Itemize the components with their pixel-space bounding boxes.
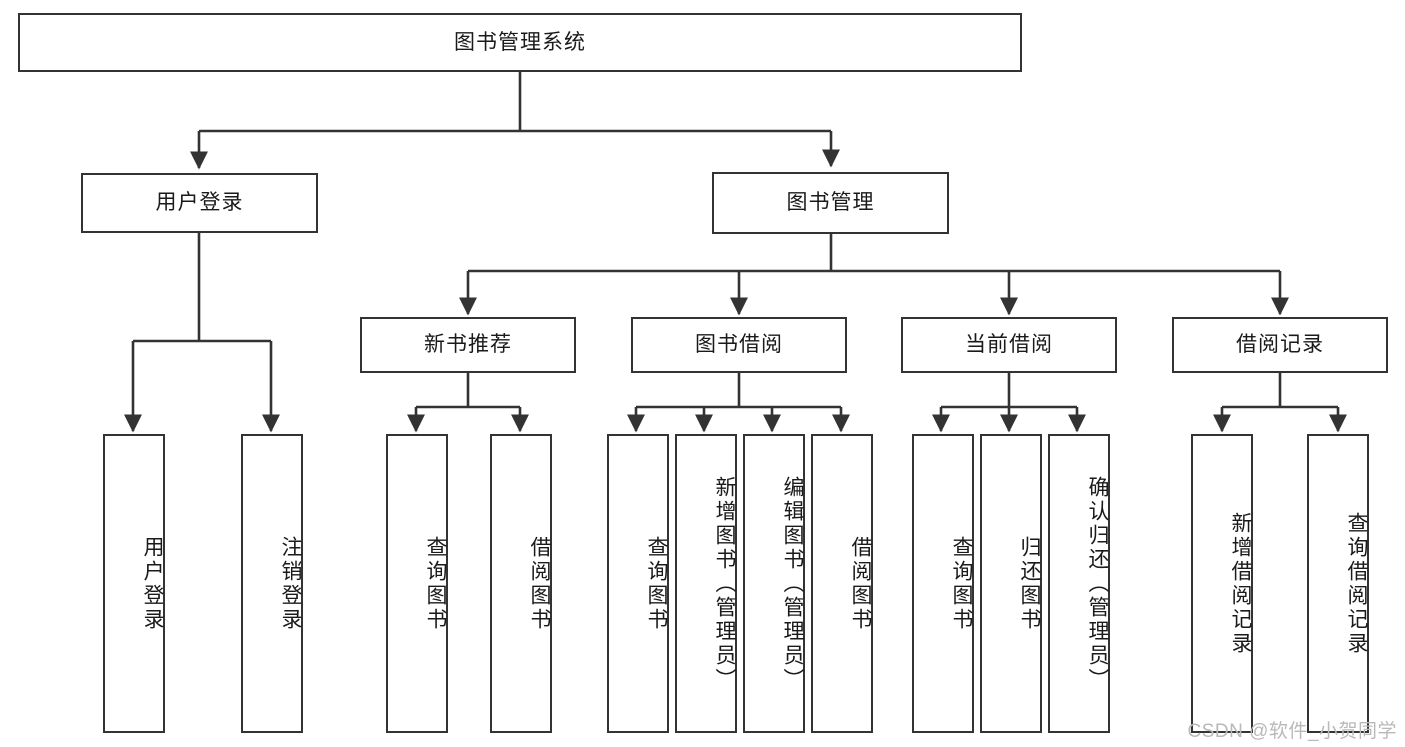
node-label: 借阅图书 [528,535,551,632]
node-leaf-borrow-book-2[interactable]: 借阅图书 [811,434,873,733]
node-leaf-query-book-3[interactable]: 查询图书 [912,434,974,733]
node-label: 图书借阅 [695,333,783,357]
node-label: 借阅记录 [1236,333,1324,357]
node-user-login[interactable]: 用户登录 [81,173,318,233]
node-leaf-edit-book[interactable]: 编辑图书（管理员） [743,434,805,733]
node-label: 查询图书 [950,535,973,632]
node-leaf-user-login[interactable]: 用户登录 [103,434,165,733]
csdn-watermark: CSDN @软件_小贺同学 [1187,721,1397,742]
node-label: 查询借阅记录 [1345,511,1368,656]
node-label: 当前借阅 [965,333,1053,357]
node-leaf-borrow-book-1[interactable]: 借阅图书 [490,434,552,733]
node-borrow-record[interactable]: 借阅记录 [1172,317,1388,373]
node-leaf-add-record[interactable]: 新增借阅记录 [1191,434,1253,733]
node-label: 新增借阅记录 [1229,511,1252,656]
node-label: 图书管理 [786,191,875,215]
node-label: 用户登录 [141,535,164,632]
node-label: 注销登录 [279,535,302,632]
node-label: 归还图书 [1018,535,1041,632]
node-leaf-confirm-return[interactable]: 确认归还（管理员） [1048,434,1110,733]
node-leaf-return-book[interactable]: 归还图书 [980,434,1042,733]
node-label: 新增图书（管理员） [713,475,736,692]
node-label: 新书推荐 [424,333,512,357]
node-label: 用户登录 [155,191,244,215]
node-leaf-query-book-1[interactable]: 查询图书 [386,434,448,733]
node-label: 确认归还（管理员） [1086,475,1109,692]
node-leaf-query-record[interactable]: 查询借阅记录 [1307,434,1369,733]
node-label: 编辑图书（管理员） [781,475,804,692]
node-label: 图书管理系统 [454,30,586,54]
node-label: 查询图书 [424,535,447,632]
node-new-book-recommend[interactable]: 新书推荐 [360,317,576,373]
node-label: 查询图书 [645,535,668,632]
node-book-borrow[interactable]: 图书借阅 [631,317,847,373]
node-leaf-query-book-2[interactable]: 查询图书 [607,434,669,733]
node-label: 借阅图书 [849,535,872,632]
node-current-borrow[interactable]: 当前借阅 [901,317,1117,373]
node-leaf-add-book[interactable]: 新增图书（管理员） [675,434,737,733]
node-leaf-logout[interactable]: 注销登录 [241,434,303,733]
node-book-management[interactable]: 图书管理 [712,172,949,234]
node-root-book-management-system[interactable]: 图书管理系统 [18,13,1022,72]
